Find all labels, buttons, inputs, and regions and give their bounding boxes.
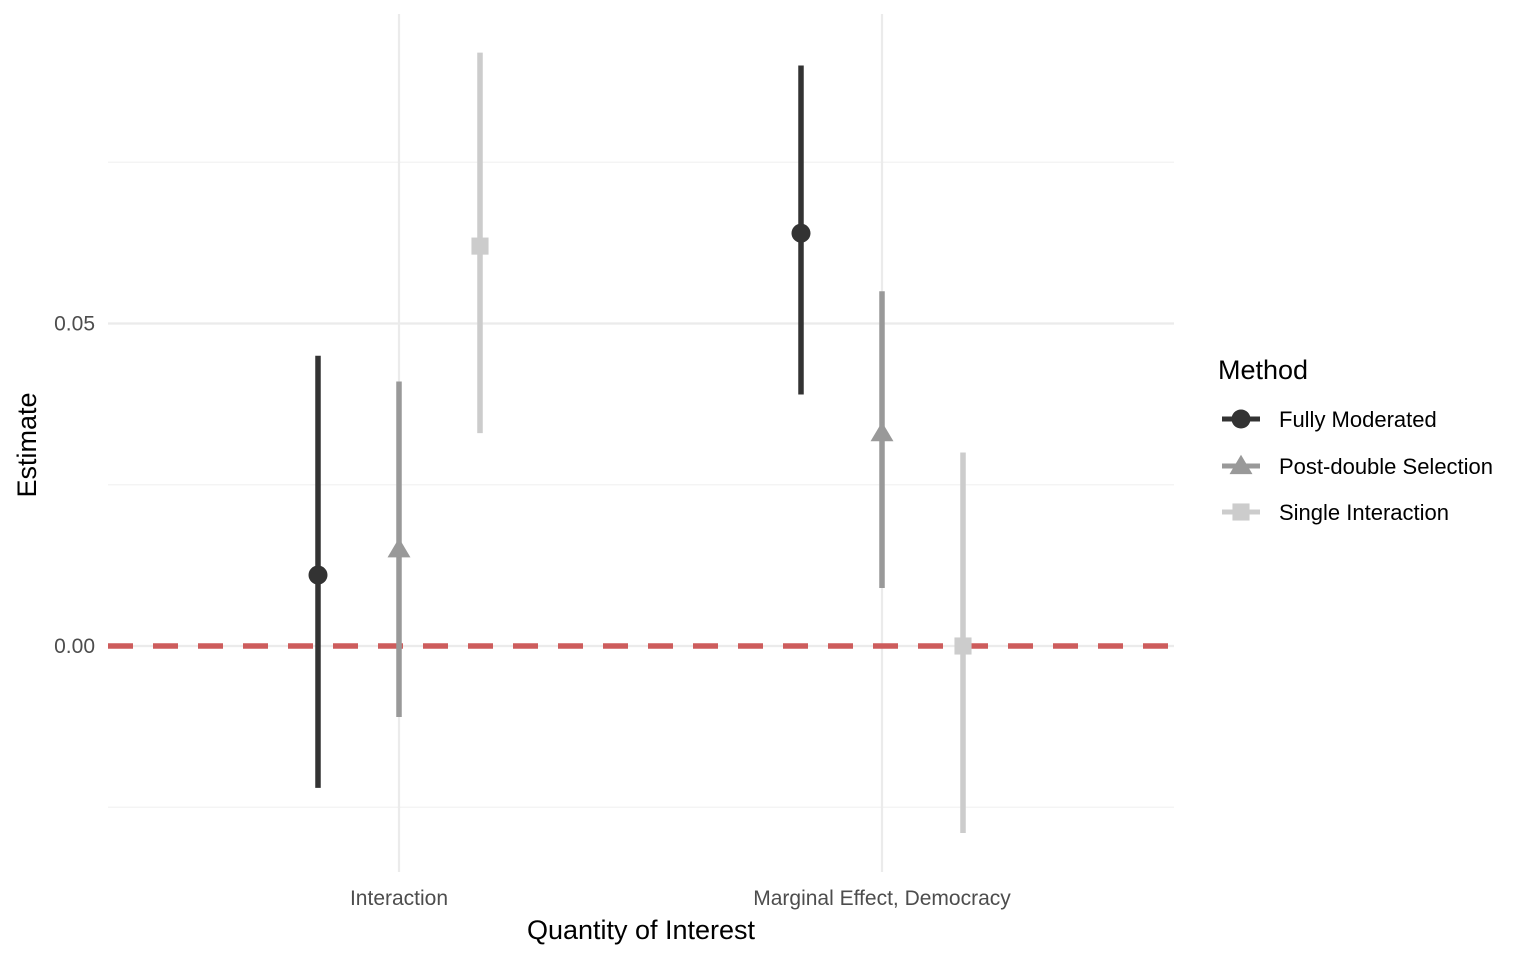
point-estimate: [791, 223, 811, 243]
legend-label: Single Interaction: [1279, 500, 1449, 525]
point-estimate: [308, 565, 328, 585]
y-tick-labels: 0.00 0.05: [54, 313, 95, 659]
legend-label: Post-double Selection: [1279, 454, 1493, 479]
data-marks: [308, 52, 972, 834]
y-axis-title: Estimate: [12, 392, 42, 497]
x-axis-title: Quantity of Interest: [527, 915, 756, 945]
legend-key-marker: [1231, 409, 1251, 429]
legend-label: Fully Moderated: [1279, 407, 1437, 432]
legend-title: Method: [1218, 355, 1308, 385]
y-tick-label: 0.05: [54, 313, 95, 336]
legend-key-marker: [1229, 454, 1253, 475]
point-estimate: [954, 637, 972, 655]
x-tick-labels: Interaction Marginal Effect, Democracy: [350, 887, 1011, 910]
grid: [108, 14, 1174, 872]
legend-key-marker: [1232, 503, 1250, 521]
x-tick-label: Interaction: [350, 887, 448, 910]
y-tick-label: 0.00: [54, 635, 95, 658]
x-tick-label: Marginal Effect, Democracy: [753, 887, 1011, 910]
point-estimate: [870, 421, 894, 442]
point-estimate: [387, 538, 411, 558]
point-estimate: [471, 237, 489, 255]
